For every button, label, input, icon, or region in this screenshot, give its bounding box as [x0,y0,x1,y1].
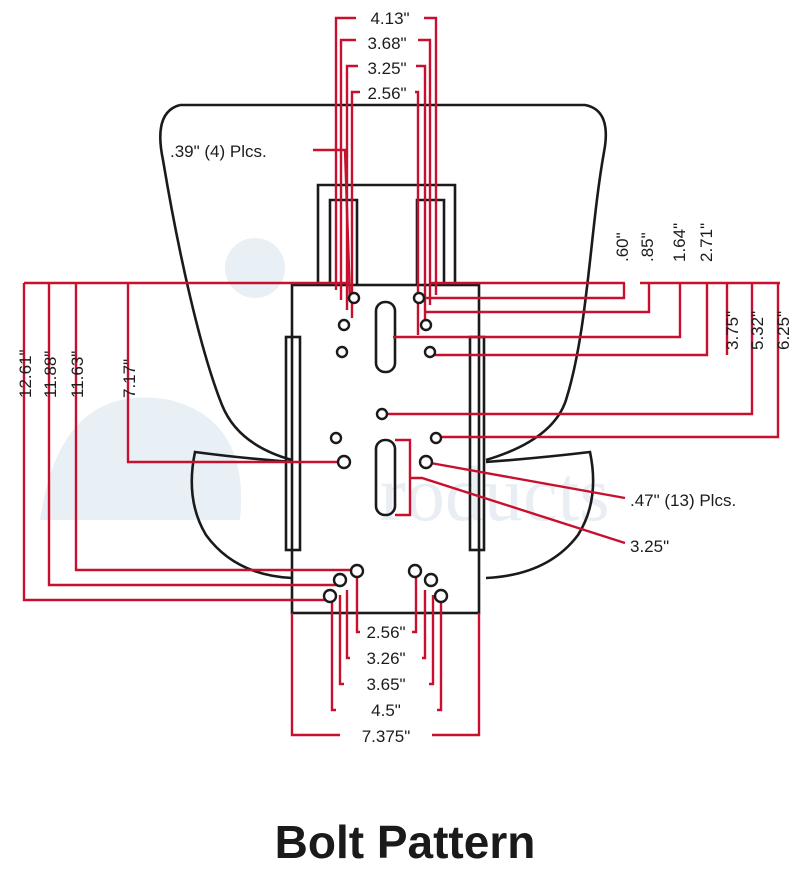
bottom-dim-4-5: 4.5" [371,701,401,720]
left-dim-12-61: 12.61" [16,349,35,398]
hole [335,345,349,359]
lower-slot [374,438,397,517]
hole [418,454,434,470]
hole [336,454,352,470]
hole [337,318,351,332]
right-dim-6-25: 6.25" [774,311,793,350]
svg-text:roducts: roducts [380,450,610,537]
bottom-dim-3-65: 3.65" [366,675,405,694]
mounting-plate [290,283,481,615]
bottom-dim-7-375: 7.375" [362,727,411,746]
hole-note-small: .39" (4) Plcs. [170,142,267,161]
hole [329,431,343,445]
seat-wing-left [190,450,293,580]
hole [347,291,361,305]
top-dim-3-68: 3.68" [367,34,406,53]
right-dim-60: .60" [613,232,632,262]
hole [322,588,338,604]
right-dim-2-71: 2.71" [697,223,716,262]
hole [433,588,449,604]
left-dim-11-63: 11.63" [68,351,87,398]
right-dim-1-64: 1.64" [670,223,689,262]
seat-outline [159,103,608,462]
back-bracket [316,183,457,285]
right-dim-3-75: 3.75" [723,311,742,350]
hole [407,563,423,579]
top-dim-4-13: 4.13" [370,9,409,28]
hole [332,572,348,588]
hole [419,318,433,332]
page-title: Bolt Pattern [275,816,536,868]
seat-wing-right [485,450,595,580]
hole [349,563,365,579]
slot-dim-3-25: 3.25" [630,537,669,556]
left-dim-7-17: 7.17" [120,359,139,398]
left-dim-11-88: 11.88" [41,351,60,398]
top-dim-3-25: 3.25" [367,59,406,78]
bottom-dim-3-26: 3.26" [366,649,405,668]
upper-slot [374,300,397,374]
hole [429,431,443,445]
right-dim-5-32: 5.32" [748,311,767,350]
hole [423,572,439,588]
hole [423,345,437,359]
left-rail [284,335,302,552]
holes [322,291,449,604]
hole-note-large: .47" (13) Plcs. [630,491,736,510]
hole [412,291,426,305]
bottom-dim-2-56: 2.56" [366,623,405,642]
top-dim-2-56: 2.56" [367,84,406,103]
hole [375,407,389,421]
right-dim-85: .85" [638,232,657,262]
